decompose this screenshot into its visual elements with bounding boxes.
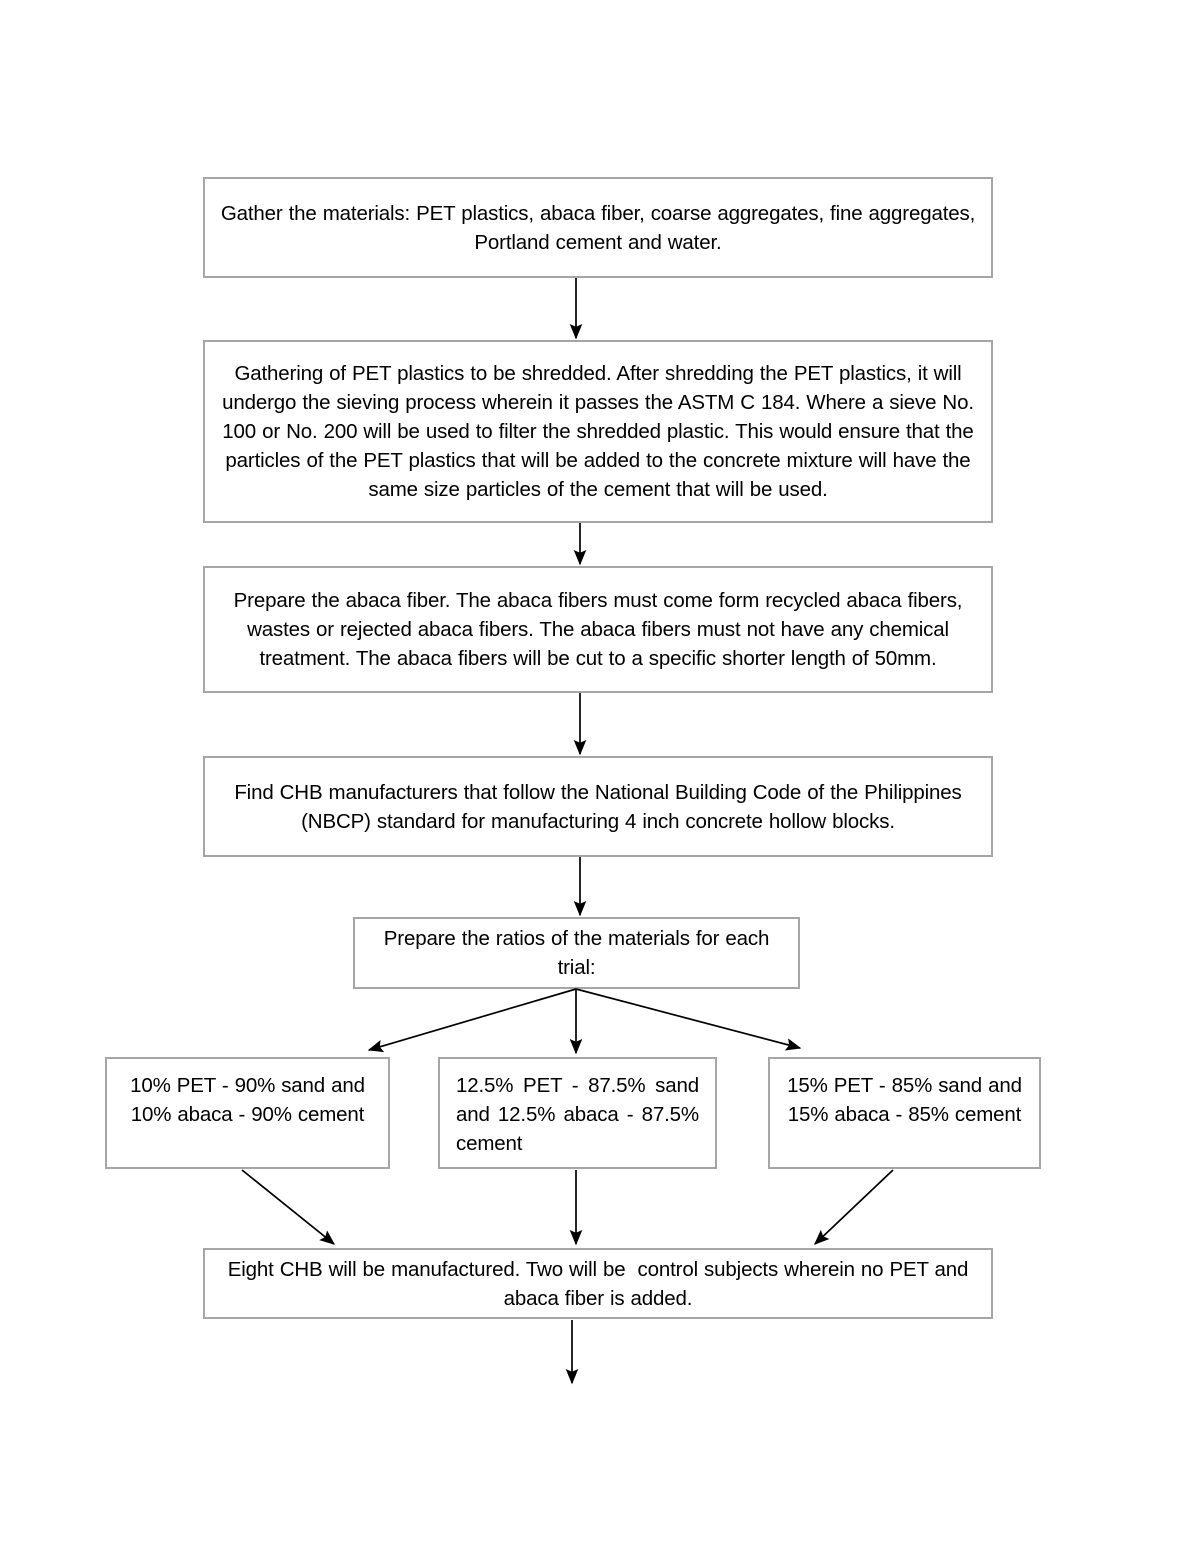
flowchart-node-gather-materials: Gather the materials: PET plastics, abac… — [203, 177, 993, 278]
arrow-trial-3-to-final — [814, 1169, 894, 1245]
flowchart-node-trial-2: 12.5% PET - 87.5% sand and 12.5% abaca -… — [438, 1057, 717, 1169]
flowchart-node-trial-3: 15% PET - 85% sand and 15% abaca - 85% c… — [768, 1057, 1041, 1169]
flowchart-node-shred-pet: Gathering of PET plastics to be shredded… — [203, 340, 993, 523]
arrow-ratios-to-trial-3 — [575, 988, 802, 1051]
node-label: Gather the materials: PET plastics, abac… — [220, 201, 982, 254]
flowchart-node-prepare-ratios: Prepare the ratios of the materials for … — [353, 917, 800, 989]
arrow-trial-1-to-final — [241, 1169, 336, 1245]
node-label: 10% PET - 90% sand and 10% abaca - 90% c… — [130, 1074, 371, 1126]
node-label: 12.5% PET - 87.5% sand and 12.5% abaca -… — [456, 1074, 706, 1155]
node-label: 15% PET - 85% sand and 15% abaca - 85% c… — [787, 1074, 1028, 1126]
node-label: Eight CHB will be manufactured. Two will… — [227, 1257, 975, 1310]
flowchart-node-eight-chb-manufactured: Eight CHB will be manufactured. Two will… — [203, 1248, 993, 1319]
flowchart-node-trial-1: 10% PET - 90% sand and 10% abaca - 90% c… — [105, 1057, 390, 1169]
node-label: Prepare the abaca fiber. The abaca fiber… — [233, 589, 969, 670]
node-label: Prepare the ratios of the materials for … — [383, 927, 776, 979]
node-label: Find CHB manufacturers that follow the N… — [234, 780, 968, 833]
node-label: Gathering of PET plastics to be shredded… — [222, 362, 980, 501]
arrow-ratios-to-trial-1 — [367, 988, 577, 1053]
flowchart-node-find-chb-manufacturers: Find CHB manufacturers that follow the N… — [203, 756, 993, 857]
flowchart-node-prepare-abaca: Prepare the abaca fiber. The abaca fiber… — [203, 566, 993, 693]
